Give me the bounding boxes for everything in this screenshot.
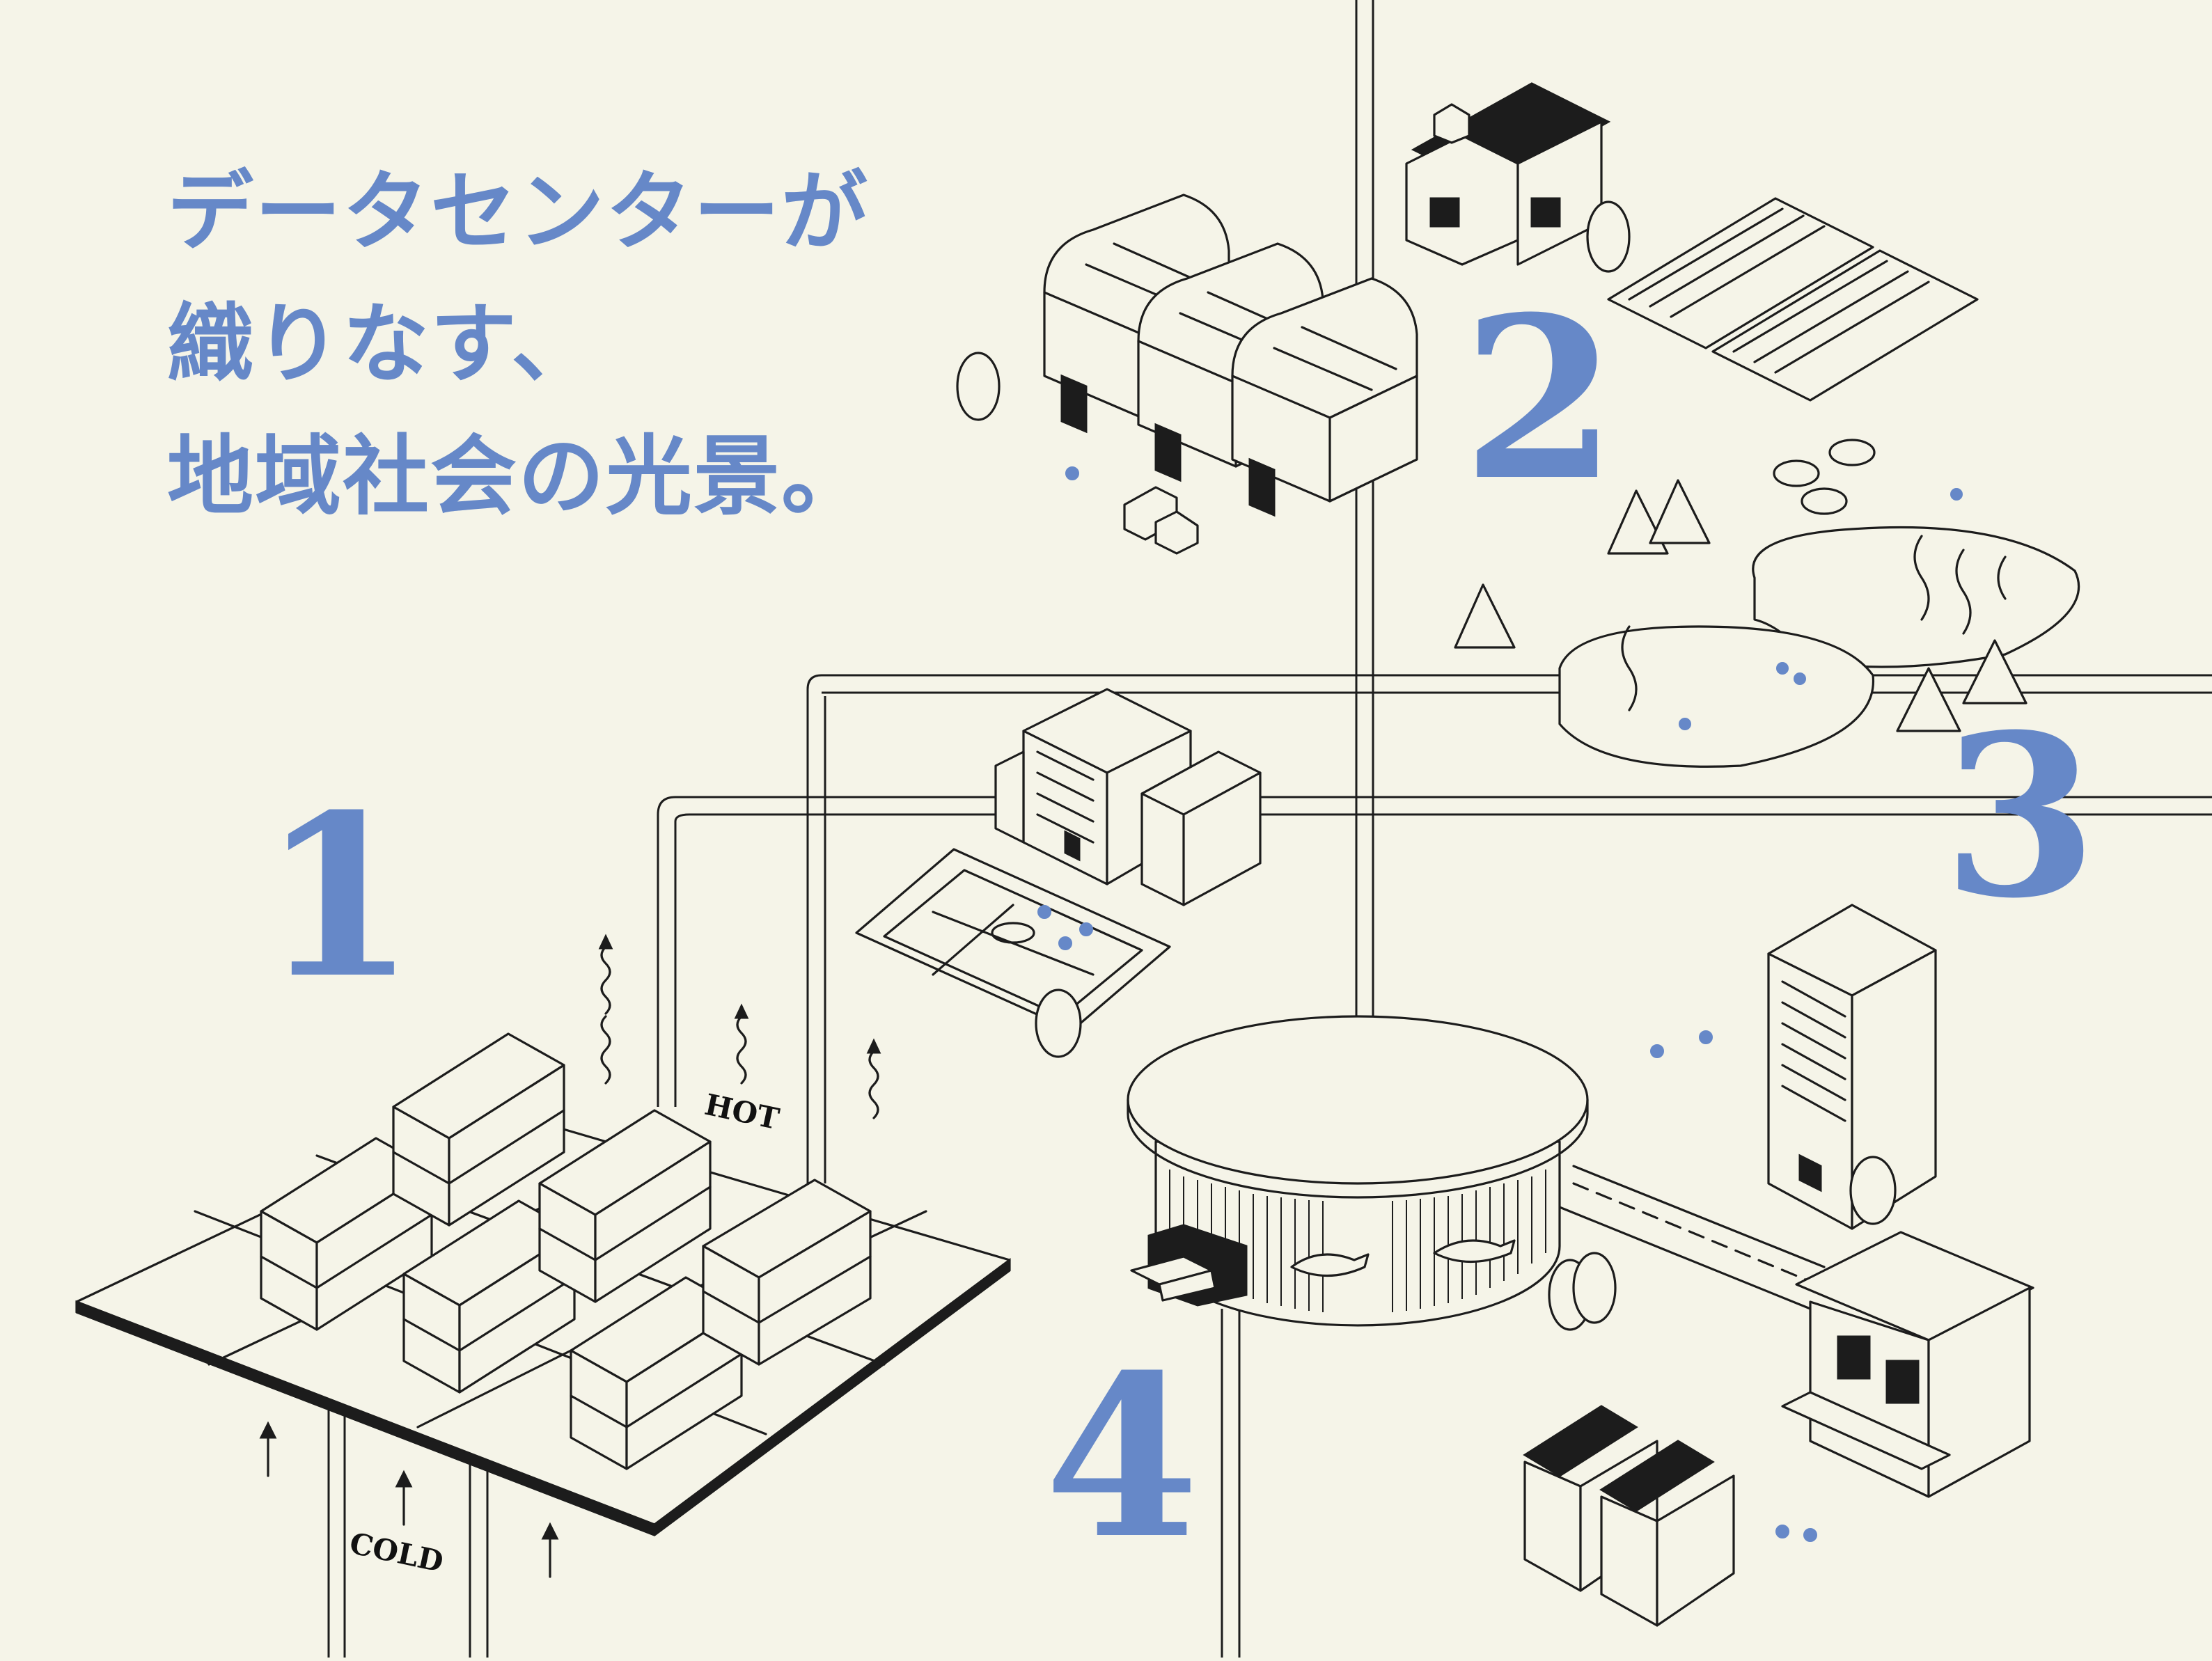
hot-air-arrows	[598, 934, 881, 1119]
server-block	[702, 1179, 872, 1366]
hot-spring-park	[1454, 439, 2080, 768]
headline: データセンターが 織りなす、 地域社会の光景。	[167, 146, 869, 543]
server-block	[260, 1137, 433, 1331]
circular-data-hub	[1127, 1015, 1589, 1327]
server-block	[538, 1109, 712, 1303]
fish-icon	[1433, 1239, 1516, 1263]
farm-house	[1405, 82, 1979, 402]
server-block	[392, 1032, 565, 1227]
headline-line-1: データセンターが	[167, 162, 870, 262]
office-tower	[1650, 904, 1937, 1230]
cold-air-arrows	[259, 1421, 559, 1578]
truck-icon	[1065, 466, 1199, 555]
greenhouse	[1231, 277, 1418, 517]
marker-2: 2	[1462, 269, 1617, 530]
warehouses	[1523, 1252, 1817, 1627]
server-block	[570, 1276, 743, 1470]
fish-icon	[1290, 1253, 1370, 1277]
school-building	[994, 688, 1262, 906]
pipe-network	[327, 0, 2212, 1658]
marker-4: 4	[1044, 1327, 1200, 1588]
greenhouses	[956, 194, 1418, 517]
headline-line-3: 地域社会の光景。	[167, 427, 870, 527]
sports-field	[855, 848, 1171, 1058]
cold-label: COLD	[347, 1526, 446, 1579]
headline-line-2: 織りなす、	[167, 294, 599, 395]
hot-label: HOT	[702, 1087, 782, 1136]
marker-1: 1	[261, 766, 416, 1028]
community-building	[1781, 1231, 2034, 1498]
data-center-campus: HOT COLD	[75, 934, 1011, 1579]
marker-3: 3	[1943, 686, 2098, 947]
